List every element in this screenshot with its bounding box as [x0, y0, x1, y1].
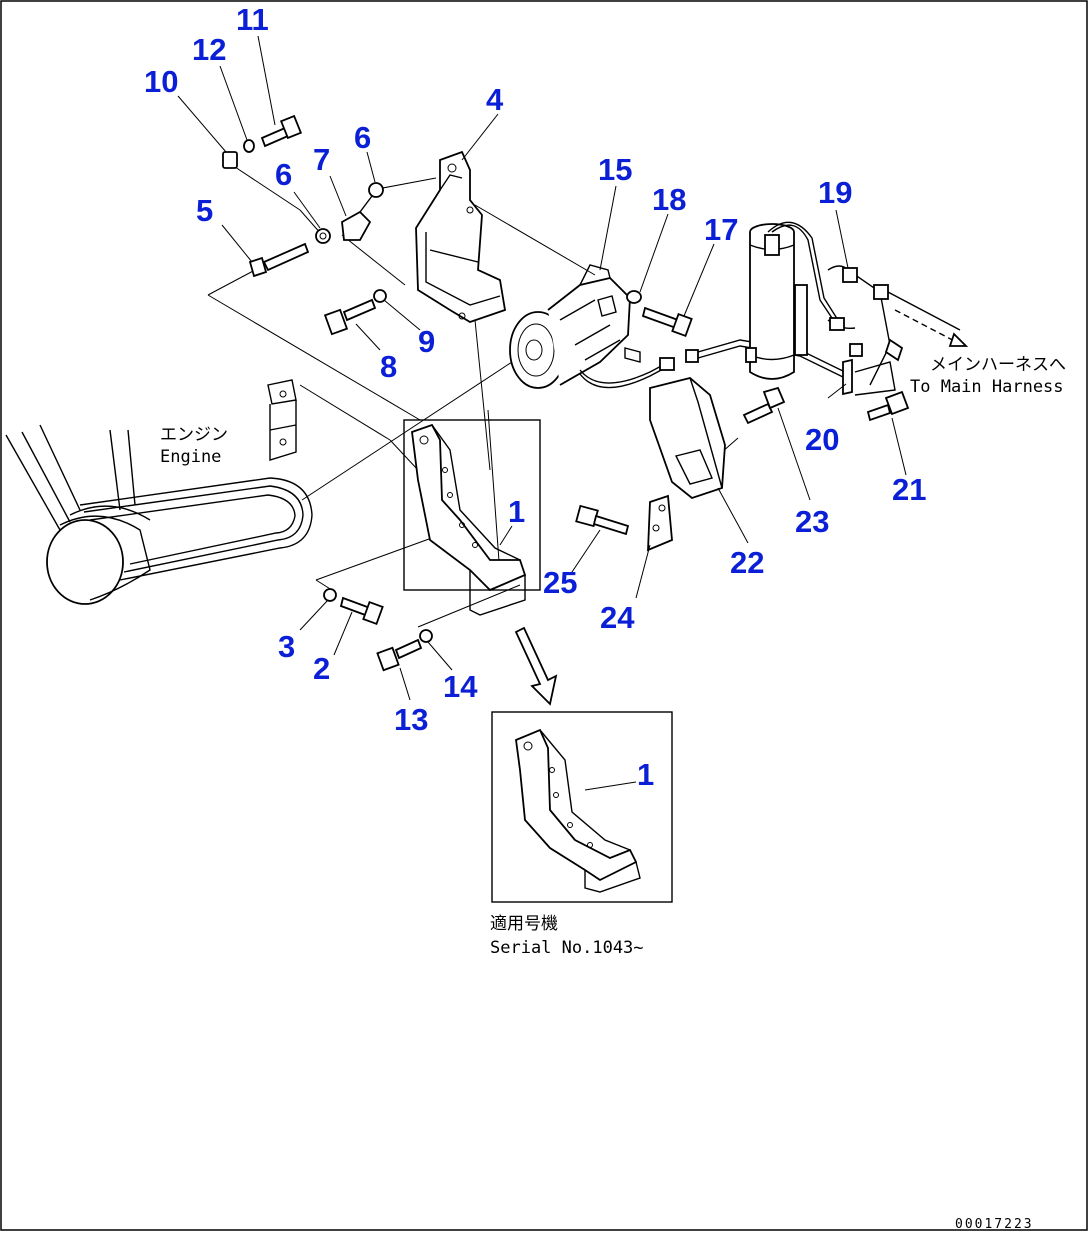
callout-4: 4: [486, 82, 504, 117]
harness-label-jp: メインハーネスへ: [930, 355, 1066, 375]
callout-2: 2: [313, 651, 330, 686]
part-17-bolt: [641, 306, 693, 338]
part-15-compressor: [509, 264, 631, 389]
part-11-bolt: [260, 114, 303, 148]
part-6-nut-b: [368, 182, 384, 198]
callout-10: 10: [144, 64, 178, 99]
part-1-bracket-variant: [515, 728, 641, 893]
receiver-drier: [745, 221, 844, 380]
callout-6a: 6: [275, 157, 292, 192]
part-5-bolt: [248, 242, 310, 278]
part-14-washer: [419, 629, 433, 643]
engine-label-jp: エンジン: [160, 425, 228, 445]
part-13-bolt: [376, 638, 423, 672]
callout-21: 21: [892, 472, 926, 507]
callout-19: 19: [818, 175, 852, 210]
callout-11: 11: [236, 2, 269, 37]
serial-label-jp: 適用号機: [490, 914, 558, 934]
part-18-washer: [626, 290, 642, 304]
part-3-washer: [323, 588, 337, 602]
callout-20: 20: [805, 422, 839, 457]
callout-9: 9: [418, 324, 435, 359]
callout-3: 3: [278, 629, 295, 664]
callout-1b: 1: [637, 757, 654, 792]
callout-18: 18: [652, 182, 686, 217]
callout-5: 5: [196, 193, 213, 228]
part-19-sensor-harness: [827, 265, 961, 396]
part-1-frame: [403, 419, 541, 591]
serial-label-en: Serial No.1043~: [490, 938, 644, 958]
part-21-bolt: [866, 390, 910, 422]
part-2-bolt: [339, 596, 384, 626]
part-8-bolt: [323, 298, 377, 336]
part-24-bracket: [647, 494, 673, 552]
part-9-washer: [373, 289, 387, 303]
callout-8: 8: [380, 349, 397, 384]
text-labels: エンジン Engine メインハーネスへ To Main Harness 適用号…: [160, 355, 1066, 1232]
variant-frame: [491, 711, 673, 903]
callout-25: 25: [543, 565, 577, 600]
harness-label-en: To Main Harness: [910, 377, 1064, 397]
callout-14: 14: [443, 669, 478, 704]
drawing-number: 00017223: [955, 1217, 1034, 1232]
callout-15: 15: [598, 152, 632, 187]
harness-arrow: [894, 309, 969, 347]
part-10-collar: [222, 151, 238, 169]
drive-belt: [79, 477, 313, 581]
part-22-cover: [649, 377, 726, 500]
callout-7: 7: [313, 142, 330, 177]
callout-1: 1: [508, 494, 525, 529]
part-12-washer: [243, 139, 255, 153]
callout-leaders: [177, 35, 907, 791]
part-1-bracket: [411, 423, 527, 616]
part-20-clamp: [842, 358, 853, 396]
engine-label-en: Engine: [160, 447, 221, 467]
callout-13: 13: [394, 702, 428, 737]
callout-6b: 6: [354, 120, 371, 155]
engine-bracket-small: [267, 379, 297, 461]
callout-24: 24: [600, 600, 635, 635]
callout-numbers: 11 12 10 6 7 6 5 4 9 8 15 18 17 19 20 21…: [144, 2, 926, 792]
callout-23: 23: [795, 504, 829, 539]
variant-arrow: [514, 626, 558, 706]
engine-pulley: [5, 424, 151, 605]
part-7-clamp: [341, 195, 373, 241]
part-4-bracket: [415, 150, 507, 323]
part-25-bolt: [575, 504, 630, 536]
part-23-bolt: [742, 386, 786, 425]
callout-22: 22: [730, 545, 764, 580]
callout-17: 17: [704, 212, 738, 247]
part-6-nut-a: [315, 228, 331, 244]
callout-12: 12: [192, 32, 226, 67]
